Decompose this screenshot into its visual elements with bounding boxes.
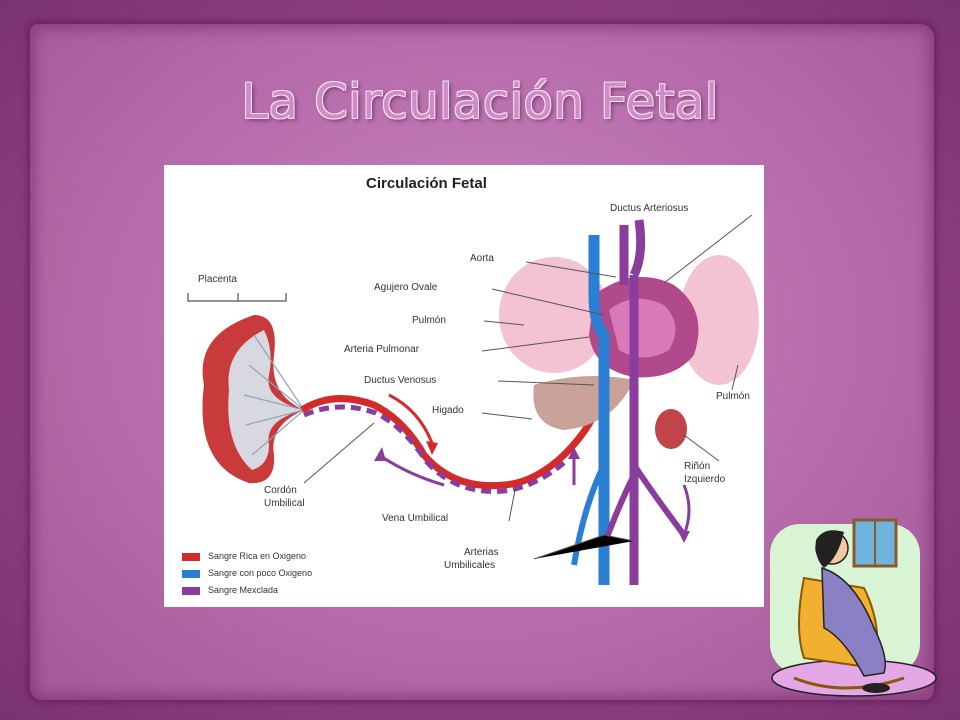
label-cordon: Cordón: [264, 485, 297, 496]
label-izquierdo: Izquierdo: [684, 474, 726, 485]
label-umbilicales: Umbilicales: [444, 560, 496, 571]
slide-title: La Circulación Fetal: [241, 74, 719, 130]
legend-swatch-purple: [182, 586, 200, 595]
label-umbilical: Umbilical: [264, 498, 305, 509]
legend-item-mixed: Sangre Mexclada: [182, 585, 278, 595]
fetal-circulation-diagram: Circulación Fetal Placenta Ductus Arteri…: [164, 165, 764, 607]
label-higado: Higado: [432, 405, 464, 416]
diagram-drawing: [187, 214, 759, 585]
kidney: [655, 409, 687, 449]
legend-label: Sangre Mexclada: [208, 585, 279, 595]
flow-arrow-red: [388, 393, 434, 444]
label-pulmon-left: Pulmón: [412, 315, 446, 326]
label-arteria-pulmonar: Arteria Pulmonar: [344, 344, 420, 355]
flow-arrow-purple: [378, 453, 445, 487]
legend-swatch-red: [182, 552, 200, 561]
vena-cava: [588, 235, 610, 585]
legend-item-oxygen-poor: Sangre con poco Oxigeno: [182, 568, 312, 578]
aorta: [619, 219, 646, 585]
placenta-bracket: [187, 293, 287, 302]
left-lung: [499, 257, 609, 373]
umbilical-cord: [300, 395, 598, 494]
label-aorta: Aorta: [470, 253, 494, 264]
diagram-title: Circulación Fetal: [366, 175, 487, 192]
placenta-icon: [202, 315, 305, 484]
right-lung: [679, 255, 759, 385]
label-vena-umbilical: Vena Umbilical: [382, 513, 449, 524]
legend-label: Sangre Rica en Oxigeno: [208, 551, 307, 561]
pregnant-woman-rocking-chair-icon: [764, 518, 940, 709]
legend-label: Sangre con poco Oxigeno: [208, 568, 313, 578]
label-rinon: Riñón: [684, 461, 711, 472]
label-pulmon-right: Pulmón: [716, 391, 750, 402]
label-ductus-venosus: Ductus Venosus: [364, 375, 437, 386]
legend-item-oxygen-rich: Sangre Rica en Oxigeno: [182, 551, 306, 561]
legend-swatch-blue: [182, 569, 200, 578]
leader-ductus-arteriosus: [663, 214, 753, 284]
label-arterias: Arterias: [464, 547, 499, 558]
label-placenta: Placenta: [198, 274, 237, 285]
label-ductus-arteriosus: Ductus Arteriosus: [610, 203, 689, 214]
label-agujero-ovale: Agujero Ovale: [374, 282, 438, 293]
